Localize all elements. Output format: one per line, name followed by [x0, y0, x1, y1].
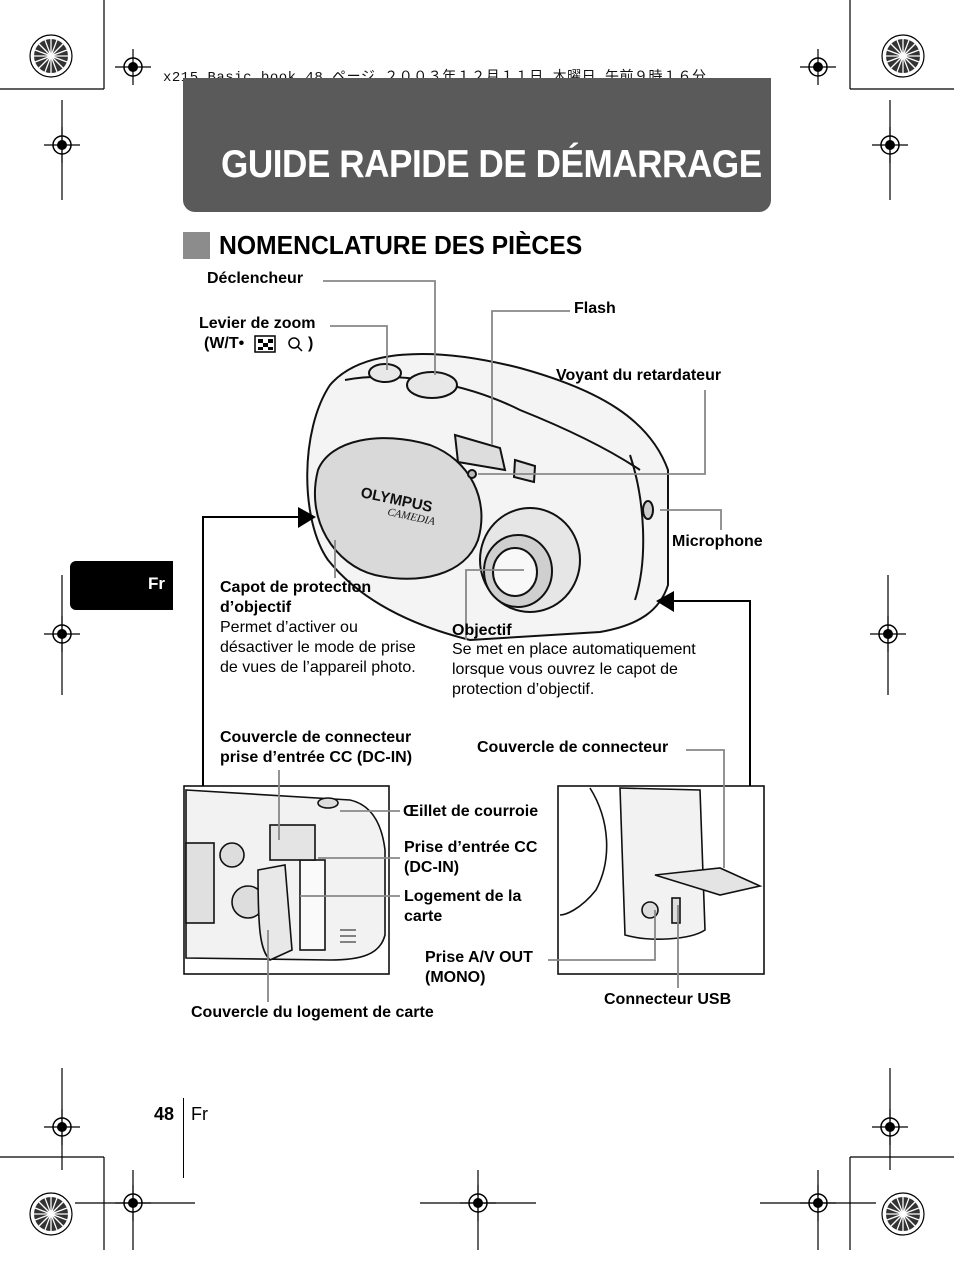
desc-capot-3: de vues de l’appareil photo. [220, 659, 416, 676]
title-banner: GUIDE RAPIDE DE DÉMARRAGE [183, 78, 771, 212]
label-levier-zoom: Levier de zoom [199, 315, 316, 332]
desc-capot-2: désactiver le mode de prise [220, 639, 416, 656]
camera-illustration [306, 352, 669, 642]
label-voyant: Voyant du retardateur [556, 367, 722, 384]
section-marker [183, 232, 210, 259]
label-prise-cc-2: (DC-IN) [404, 859, 460, 876]
label-logement-1: Logement de la [404, 888, 522, 905]
desc-objectif-3: protection d’objectif. [452, 681, 595, 698]
side-detail-left [183, 785, 390, 975]
footer-lang: Fr [191, 1104, 208, 1124]
desc-objectif-1: Se met en place automatiquement [452, 641, 696, 658]
page-number: 48 [154, 1104, 175, 1124]
footer-divider [183, 1098, 184, 1178]
page-title: GUIDE RAPIDE DE DÉMARRAGE [221, 143, 762, 186]
language-tab-label: Fr [148, 574, 165, 593]
label-couv-logement: Couvercle du logement de carte [191, 1004, 434, 1021]
label-capot-1: Capot de protection [220, 579, 372, 596]
label-microphone: Microphone [672, 533, 763, 550]
label-levier-zoom-close: ) [308, 335, 314, 352]
language-tab: Fr [70, 561, 173, 610]
label-objectif: Objectif [452, 622, 512, 639]
desc-objectif-2: lorsque vous ouvrez le capot de [452, 661, 678, 678]
label-prise-cc-1: Prise d’entrée CC [404, 839, 538, 856]
label-connecteur-usb: Connecteur USB [604, 991, 732, 1008]
section-title: NOMENCLATURE DES PIÈCES [219, 230, 583, 260]
wide-icon [254, 335, 276, 353]
label-couv-dcin-1: Couvercle de connecteur [220, 729, 412, 746]
label-couv-connecteur: Couvercle de connecteur [477, 739, 669, 756]
label-levier-zoom-wt: (W/T• [204, 335, 245, 352]
label-flash: Flash [574, 300, 616, 317]
label-oeillet: Œillet de courroie [403, 803, 539, 820]
leader-lines [267, 280, 725, 1002]
label-capot-2: d’objectif [220, 599, 292, 616]
side-detail-right [557, 785, 765, 975]
label-couv-dcin-2: prise d’entrée CC (DC-IN) [220, 749, 413, 766]
label-declencheur: Déclencheur [207, 270, 304, 287]
magnify-icon [288, 337, 303, 352]
desc-capot-1: Permet d’activer ou [220, 619, 358, 636]
label-logement-2: carte [404, 908, 443, 925]
label-prise-av-2: (MONO) [425, 969, 486, 986]
label-prise-av-1: Prise A/V OUT [425, 949, 533, 966]
